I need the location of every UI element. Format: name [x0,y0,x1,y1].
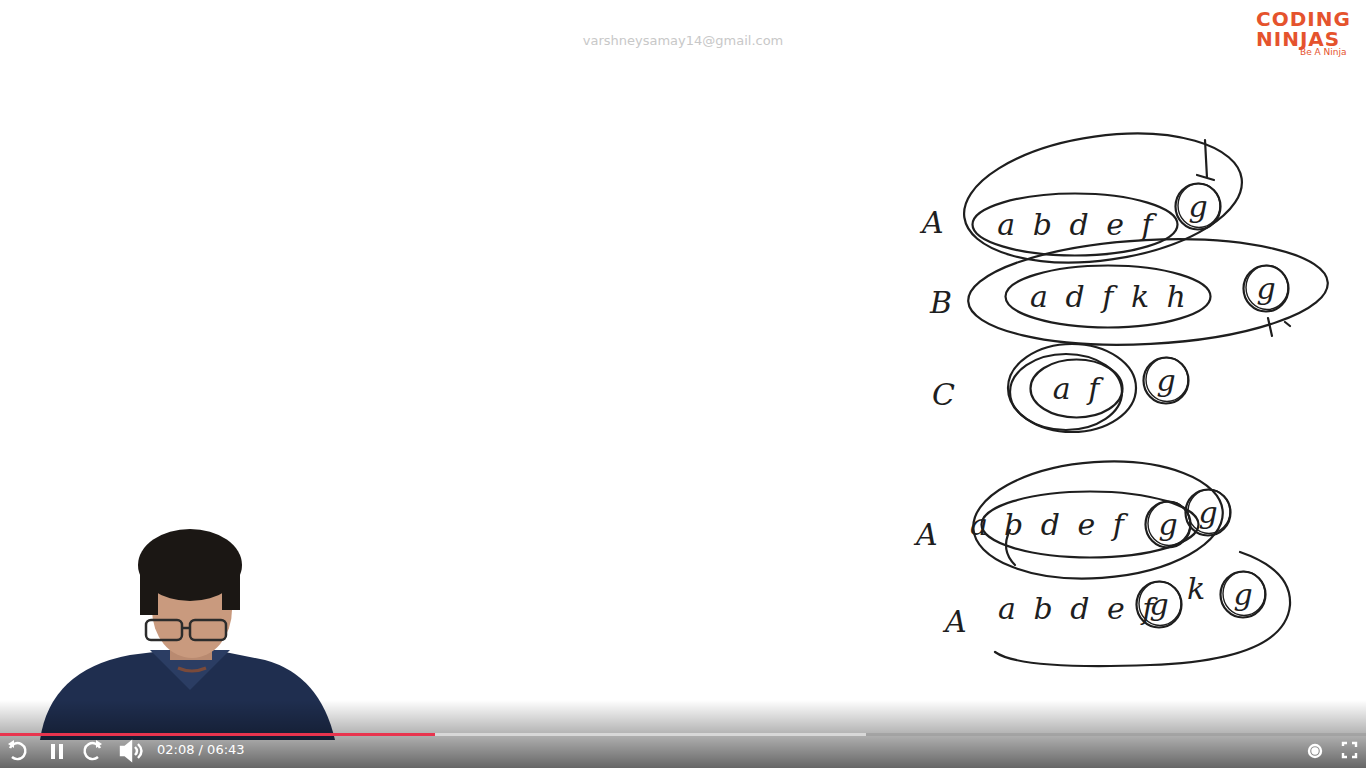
row-letter: A [916,518,938,551]
handwritten-letters: g [1256,272,1275,305]
row-letter: A [945,605,967,638]
row-letter: C [932,378,955,411]
sequence-letter: k [1187,572,1205,605]
circled-letter: g [1184,488,1232,537]
handwritten-letters: a f [1053,372,1100,405]
sequence-letters: a b d e f [998,592,1153,625]
row-letter: A [922,206,944,239]
row-letter: B [930,286,952,319]
logo-tagline: Be A Ninja [1300,48,1347,58]
handwritten-letters: a d f k h [1030,280,1186,313]
handwritten-letters: g [1156,364,1175,397]
circled-letter: g [1174,182,1222,231]
handwritten-letters: g [1198,496,1217,529]
logo-text: CODING [1256,8,1351,30]
subsequence-oval: b d e fg [980,490,1200,559]
circled-letter: g [1142,356,1190,405]
circled-letter: g [1144,500,1192,549]
video-time: 02:08 / 06:43 [157,743,245,757]
handwritten-letters: b d e f [1004,508,1124,541]
circled-letter: g [1219,570,1267,619]
handwritten-letters: g [1158,508,1177,541]
sequence-letter: a [970,508,988,541]
watermark: varshneysamay14@gmail.com [583,34,784,48]
logo-text: NINJAS [1256,28,1340,50]
handwritten-letters: g [1188,190,1207,223]
handwritten-letters: a b d e f [997,208,1152,241]
subsequence-oval: a b d e f [971,192,1179,257]
circled-letter: g [1242,264,1290,313]
subsequence-oval: a d f k h [1004,264,1212,329]
handwritten-letters: g [1233,578,1252,611]
subsequence-oval: a f [1029,358,1124,419]
